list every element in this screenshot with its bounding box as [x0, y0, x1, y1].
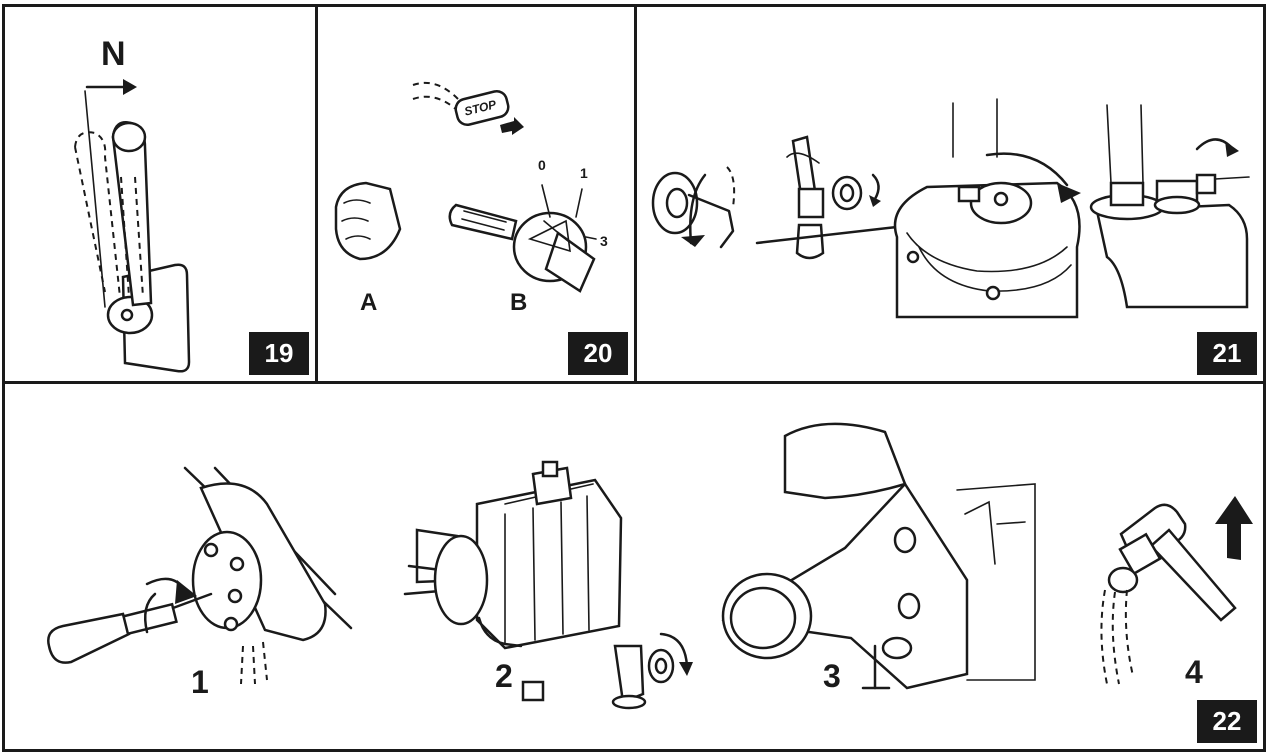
screwdriver-icon: [47, 466, 353, 685]
step-label-1: 1: [191, 664, 209, 700]
key-position-1: 1: [580, 165, 588, 181]
panel-21: 21: [634, 4, 1266, 384]
seacock-valve-icon: [651, 166, 736, 249]
seacock-valve-icon: [403, 460, 693, 710]
label-b: B: [510, 289, 528, 316]
neutral-label: N: [101, 35, 126, 73]
stop-button-icon: [412, 81, 524, 135]
key-position-3: 3: [600, 233, 608, 249]
seacock-valve-icon: [755, 135, 899, 260]
drain-plug-icon: [721, 422, 1036, 690]
throttle-lever-icon: [74, 79, 191, 373]
stop-knob-icon: [334, 181, 402, 261]
step-label-4: 4: [1185, 654, 1203, 690]
figure-number: 20: [568, 332, 628, 375]
seacock-valve-icon: [1089, 104, 1250, 309]
figure-number: 19: [249, 332, 309, 375]
panel-22: 1 2 3 4 22: [2, 381, 1266, 752]
figure-number: 21: [1197, 332, 1257, 375]
panel-19: N 19: [2, 4, 318, 384]
key-switch-icon: [448, 184, 597, 293]
step-label-2: 2: [495, 658, 513, 694]
panel-20: 0 1 3 STOP A B 20: [315, 4, 637, 384]
figure-number: 22: [1197, 700, 1257, 743]
wrench-icon: [1100, 496, 1253, 685]
label-a: A: [360, 289, 378, 316]
step-label-3: 3: [823, 658, 841, 694]
drain-plug-icon: [893, 98, 1081, 319]
key-position-0: 0: [538, 157, 546, 173]
